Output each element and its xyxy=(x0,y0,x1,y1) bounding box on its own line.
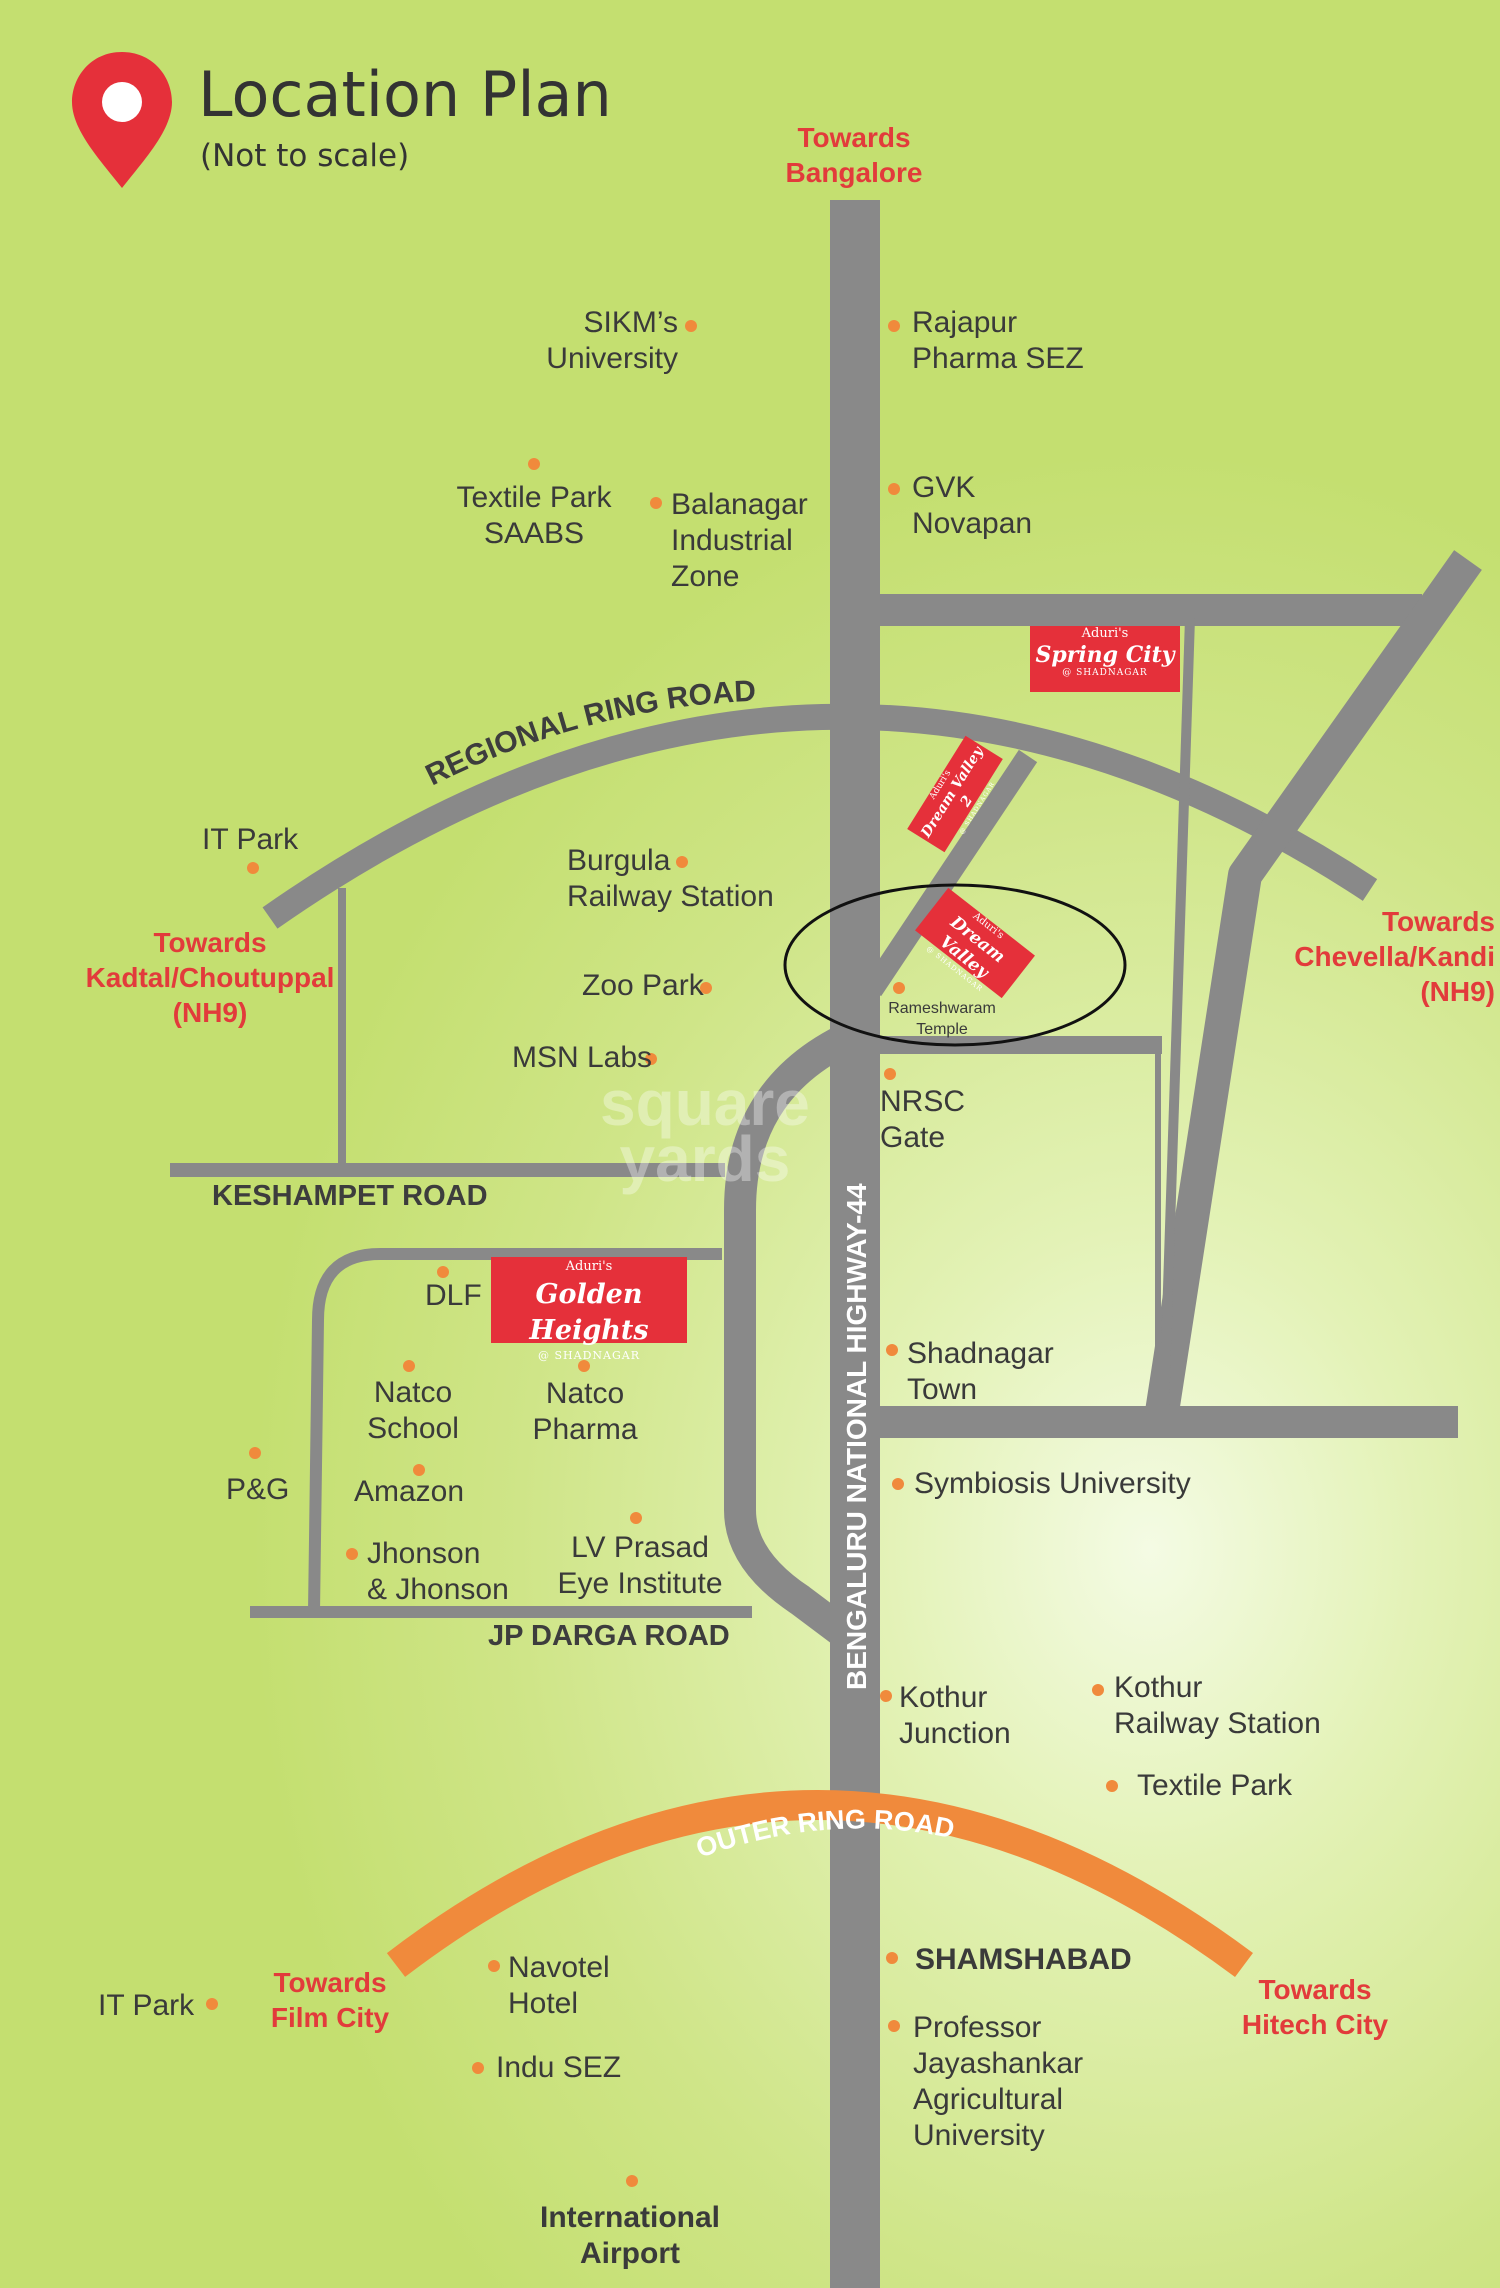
poi-dlf: DLF xyxy=(425,1279,482,1312)
poi-dot xyxy=(488,1960,500,1972)
poi-dot xyxy=(403,1360,415,1372)
bypass-road xyxy=(724,1015,873,1643)
poi-jj: Jhonson & Jhonson xyxy=(367,1537,509,1606)
poi-dot xyxy=(630,1512,642,1524)
poi-dot xyxy=(888,320,900,332)
poi-balanagar: Balanagar Industrial Zone xyxy=(671,488,808,593)
poi-dot xyxy=(206,1998,218,2010)
badge-spring-city[interactable]: Aduri's Spring City @ SHADNAGAR xyxy=(1030,626,1180,692)
poi-dot xyxy=(888,483,900,495)
poi-pg: P&G xyxy=(226,1473,290,1506)
poi-dot xyxy=(884,1068,896,1080)
highway-label: BENGALURU NATIONAL HIGHWAY-44 xyxy=(841,1183,872,1690)
badge-prefix: Aduri's xyxy=(1081,626,1129,641)
jp-darga-road-label: JP DARGA ROAD xyxy=(488,1620,730,1652)
poi-textile-park: Textile Park xyxy=(1137,1769,1293,1802)
poi-sikm: SIKM’s University xyxy=(546,306,678,375)
poi-amazon: Amazon xyxy=(354,1475,465,1508)
poi-dot xyxy=(626,2175,638,2187)
direction-southwest: Towards Film City xyxy=(270,1967,390,2033)
poi-gvk: GVK Novapan xyxy=(912,471,1033,540)
page-subtitle: (Not to scale) xyxy=(200,138,410,174)
poi-navotel: Navotel Hotel xyxy=(508,1951,610,2020)
poi-symbiosis: Symbiosis University xyxy=(914,1467,1191,1500)
direction-east: Towards Chevella/Kandi (NH9) xyxy=(1294,906,1495,1007)
badge-suffix: @ SHADNAGAR xyxy=(1062,668,1148,678)
poi-dot xyxy=(1106,1780,1118,1792)
poi-dot xyxy=(886,1344,898,1356)
badge-title: Golden Heights xyxy=(529,1279,649,1346)
poi-dot xyxy=(247,862,259,874)
poi-dot xyxy=(886,1952,898,1964)
poi-dot xyxy=(892,1478,904,1490)
badge-suffix: @ SHADNAGAR xyxy=(538,1349,640,1362)
direction-west: Towards Kadtal/Choutuppal (NH9) xyxy=(85,927,335,1028)
poi-dot xyxy=(676,856,688,868)
poi-dot xyxy=(578,1360,590,1372)
poi-shamshabad: SHAMSHABAD xyxy=(915,1943,1132,1976)
poi-dot xyxy=(685,320,697,332)
jp-darga-loop-road xyxy=(308,1248,722,1613)
poi-natco-school: Natco School xyxy=(367,1376,459,1445)
poi-rajapur: Rajapur Pharma SEZ xyxy=(912,306,1084,375)
map-pin-icon xyxy=(72,52,172,188)
badge-title: Spring City xyxy=(1035,642,1175,668)
highlight-ellipse xyxy=(783,883,1127,1047)
poi-it-park-south: IT Park xyxy=(98,1989,195,2022)
dream-valley-diagonal-road xyxy=(862,749,1038,997)
poi-dot xyxy=(437,1266,449,1278)
poi-pjau: Professor Jayashankar Agricultural Unive… xyxy=(913,2011,1084,2152)
poi-textile-saabs: Textile Park SAABS xyxy=(456,481,612,550)
regional-ring-road xyxy=(262,703,1378,929)
ne-diagonal-road xyxy=(1145,550,1482,1415)
poi-shadnagar: Shadnagar Town xyxy=(907,1337,1054,1406)
poi-dot xyxy=(472,2062,484,2074)
poi-dot xyxy=(645,1053,657,1065)
poi-zoo: Zoo Park xyxy=(582,969,704,1002)
poi-kothur-railway: Kothur Railway Station xyxy=(1114,1671,1321,1740)
direction-north: Towards Bangalore xyxy=(785,122,923,188)
poi-dot xyxy=(1092,1684,1104,1696)
poi-airport: International Airport xyxy=(539,2201,720,2270)
poi-it-park-north: IT Park xyxy=(202,823,299,856)
poi-dot xyxy=(893,982,905,994)
poi-indu: Indu SEZ xyxy=(496,2051,622,2084)
poi-dot xyxy=(528,458,540,470)
poi-rameshwaram: Rameshwaram Temple xyxy=(888,1000,996,1038)
badge-golden-heights[interactable]: Aduri's Golden Heights @ SHADNAGAR xyxy=(491,1257,687,1362)
poi-lv-prasad: LV Prasad Eye Institute xyxy=(557,1531,723,1600)
poi-burgula: Burgula Railway Station xyxy=(567,844,774,913)
direction-southeast: Towards Hitech City xyxy=(1241,1974,1389,2040)
outer-ring-road xyxy=(386,1790,1253,1978)
poi-dot xyxy=(413,1464,425,1476)
poi-dot xyxy=(650,497,662,509)
poi-dot xyxy=(700,982,712,994)
page-title: Location Plan xyxy=(198,58,612,131)
poi-dot xyxy=(249,1447,261,1459)
poi-natco-pharma: Natco Pharma xyxy=(532,1377,638,1446)
poi-dot xyxy=(880,1690,892,1702)
poi-kothur-junction: Kothur Junction xyxy=(899,1681,1011,1750)
poi-dot xyxy=(346,1548,358,1560)
badge-prefix: Aduri's xyxy=(565,1259,613,1274)
east-vertical-road xyxy=(1159,617,1195,1411)
poi-dot xyxy=(888,2020,900,2032)
poi-nrsc: NRSC Gate xyxy=(880,1085,966,1154)
poi-msn: MSN Labs xyxy=(512,1041,653,1074)
keshampet-road-label: KESHAMPET ROAD xyxy=(212,1180,488,1212)
